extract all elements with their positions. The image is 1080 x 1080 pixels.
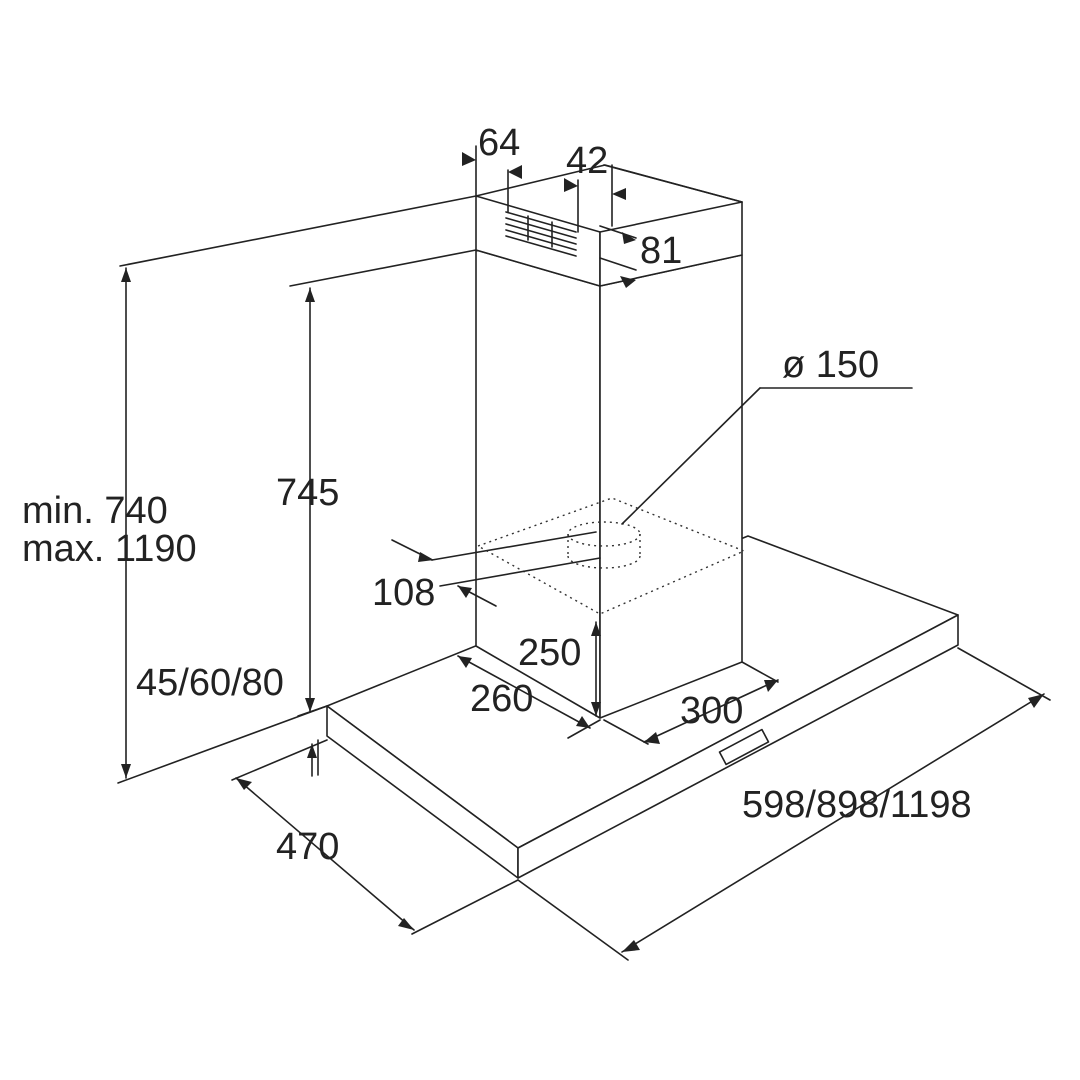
chimney-side-face xyxy=(599,254,743,719)
label-total-height-max: max. 1190 xyxy=(22,528,197,570)
upper-chimney-side xyxy=(599,201,743,287)
label-total-height-min: min. 740 xyxy=(22,490,168,532)
chimney xyxy=(475,164,743,719)
label-outlet-offset: 108 xyxy=(372,572,436,614)
duct-outline xyxy=(476,497,746,615)
dim-duct-leader xyxy=(621,387,761,525)
label-chimney-bracket: 42 xyxy=(566,140,609,182)
canopy-side-face xyxy=(517,614,959,879)
control-panel xyxy=(718,728,770,766)
label-canopy-thickness: 45/60/80 xyxy=(136,662,284,704)
dim-470 xyxy=(235,777,415,931)
vent-grille xyxy=(505,211,577,257)
dimension-lines xyxy=(121,152,1045,953)
dim-300 xyxy=(643,679,779,743)
label-chimney-depth: 260 xyxy=(470,678,534,720)
label-canopy-width: 598/898/1198 xyxy=(742,784,972,826)
dim-81 xyxy=(599,225,637,239)
dim-canopy-width xyxy=(621,693,1045,953)
label-chimney-offset: 64 xyxy=(478,122,521,164)
label-chimney-width: 300 xyxy=(680,690,744,732)
label-outlet-height: 250 xyxy=(518,632,582,674)
label-chimney-depth-top: 81 xyxy=(640,230,683,272)
dim-260 xyxy=(457,655,591,729)
label-duct-diameter: ø 150 xyxy=(782,344,880,386)
label-upper-chimney-height: 745 xyxy=(276,472,340,514)
label-canopy-depth: 470 xyxy=(276,826,340,868)
